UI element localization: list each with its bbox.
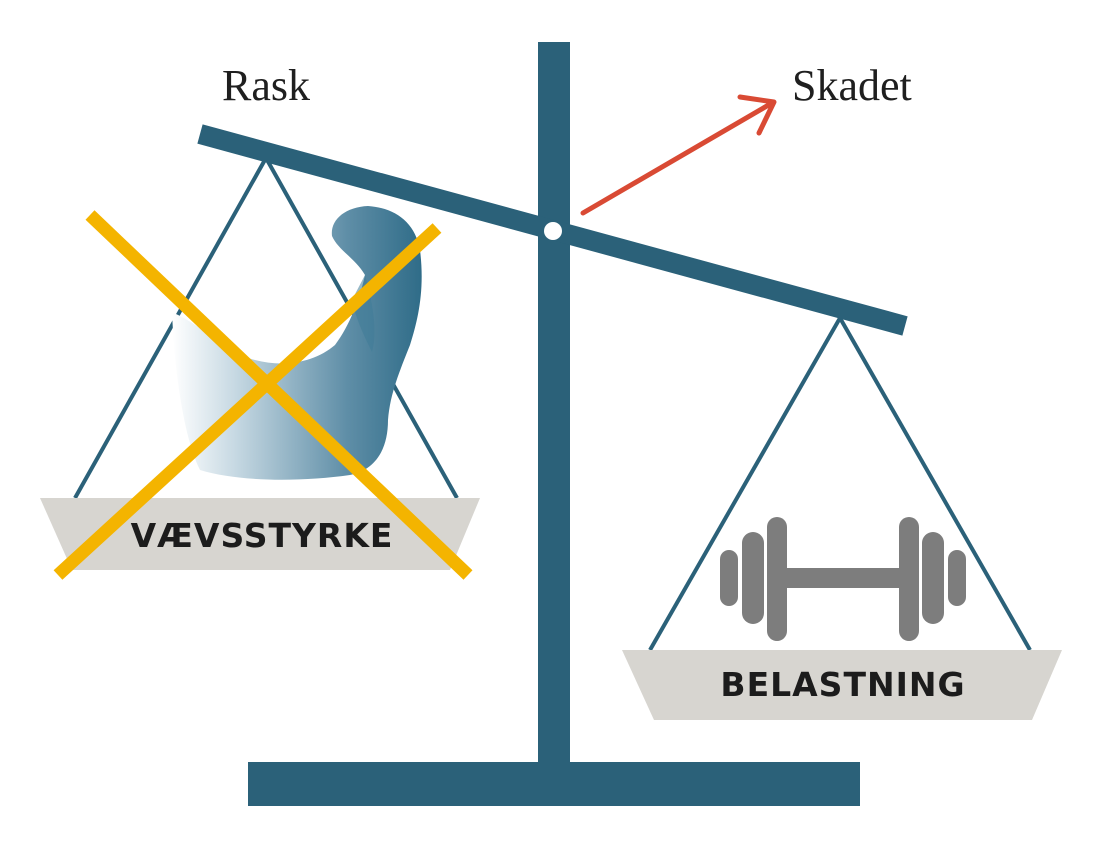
dumbbell-icon — [720, 517, 966, 641]
scale-pillar — [538, 42, 570, 767]
right-pan-string-right — [838, 317, 1032, 651]
label-rask: Rask — [222, 61, 310, 110]
left-pan — [40, 498, 480, 570]
right-pan-string-left — [648, 317, 842, 651]
beam-pivot — [544, 222, 562, 240]
left-pan-string-left — [73, 157, 268, 499]
arrow-up-right-icon — [580, 94, 777, 216]
label-skadet: Skadet — [792, 61, 912, 110]
cross-out-icon — [53, 210, 473, 580]
left-pan-label: VÆVSSTYRKE — [131, 516, 394, 555]
scale-base — [248, 762, 860, 806]
right-pan-label: BELASTNING — [720, 665, 965, 704]
right-pan — [622, 650, 1062, 720]
